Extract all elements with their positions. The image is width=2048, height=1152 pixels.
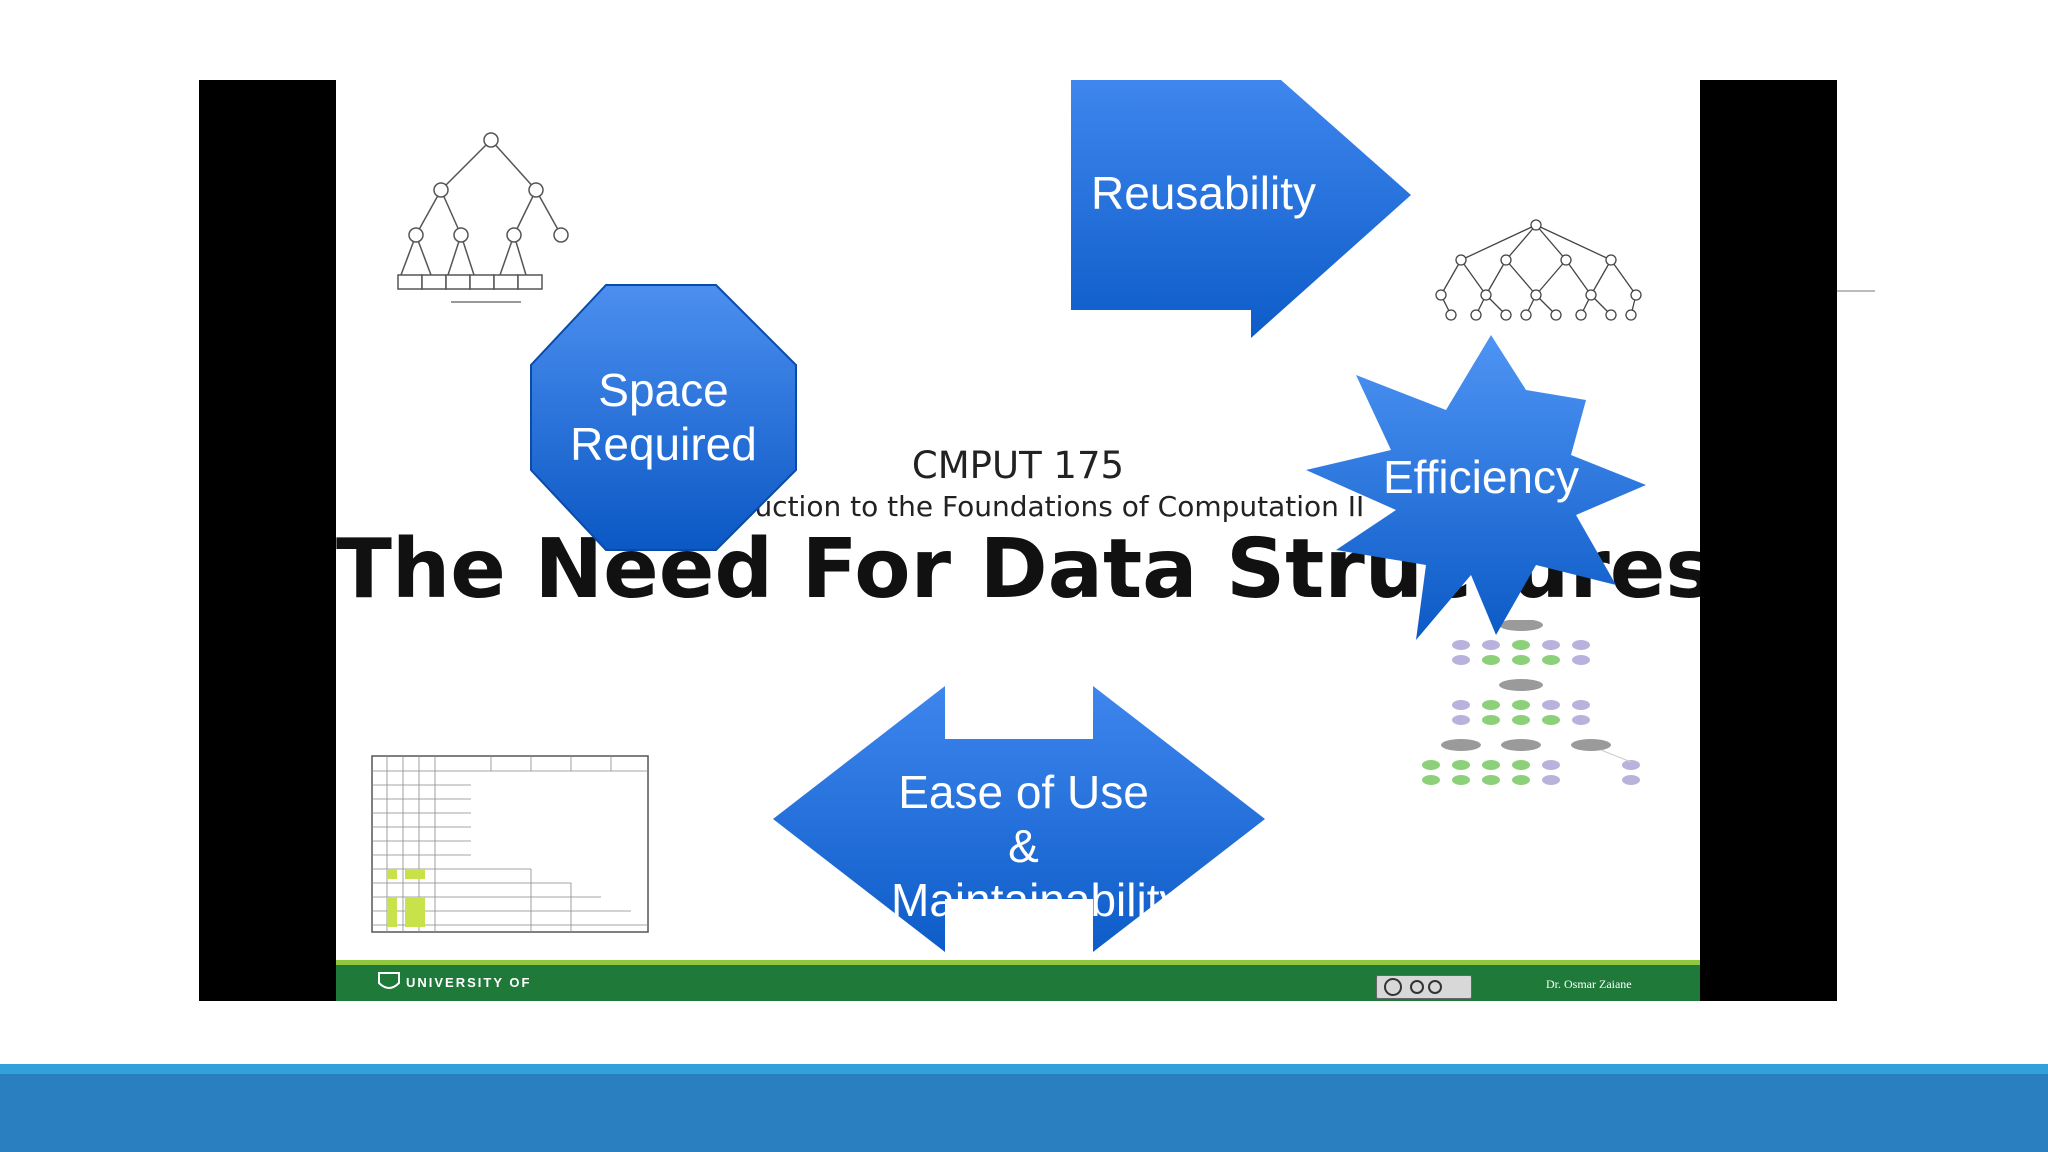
hierarchy-diagram-icon	[1422, 620, 1640, 785]
grid-table-icon	[371, 755, 649, 933]
author-name: Dr. Osmar Zaiane	[1546, 977, 1632, 991]
university-crest-icon	[378, 972, 400, 989]
course-subtitle: Introduction to the Foundations of Compu…	[671, 490, 1365, 523]
double-arrow-shape	[773, 686, 1265, 952]
slide: CMPUT 175 Introduction to the Foundation…	[336, 80, 1700, 1001]
right-arrow-shape	[1071, 80, 1411, 338]
course-code: CMPUT 175	[911, 444, 1125, 487]
starburst-shape	[1306, 335, 1646, 640]
university-logo-text: UNIVERSITY OF	[406, 975, 532, 990]
video-player[interactable]: CMPUT 175 Introduction to the Foundation…	[199, 80, 1837, 1001]
bottom-bar-accent	[0, 1064, 2048, 1074]
octagon-shape	[530, 284, 797, 551]
slide-footer: UNIVERSITY OF Dr. Osmar Zaiane	[336, 960, 1700, 1001]
divider-line	[1837, 290, 1875, 292]
ease-of-use-label: Ease of Use & Maintainability	[891, 766, 1183, 926]
space-required-label: Space Required	[570, 364, 757, 470]
bottom-bar	[0, 1064, 2048, 1152]
tree-diagram-icon	[397, 132, 569, 303]
reusability-label: Reusability	[1091, 167, 1316, 219]
cc-license-icon	[1376, 975, 1472, 999]
network-diagram-icon	[1435, 219, 1642, 321]
efficiency-label: Efficiency	[1382, 451, 1580, 503]
